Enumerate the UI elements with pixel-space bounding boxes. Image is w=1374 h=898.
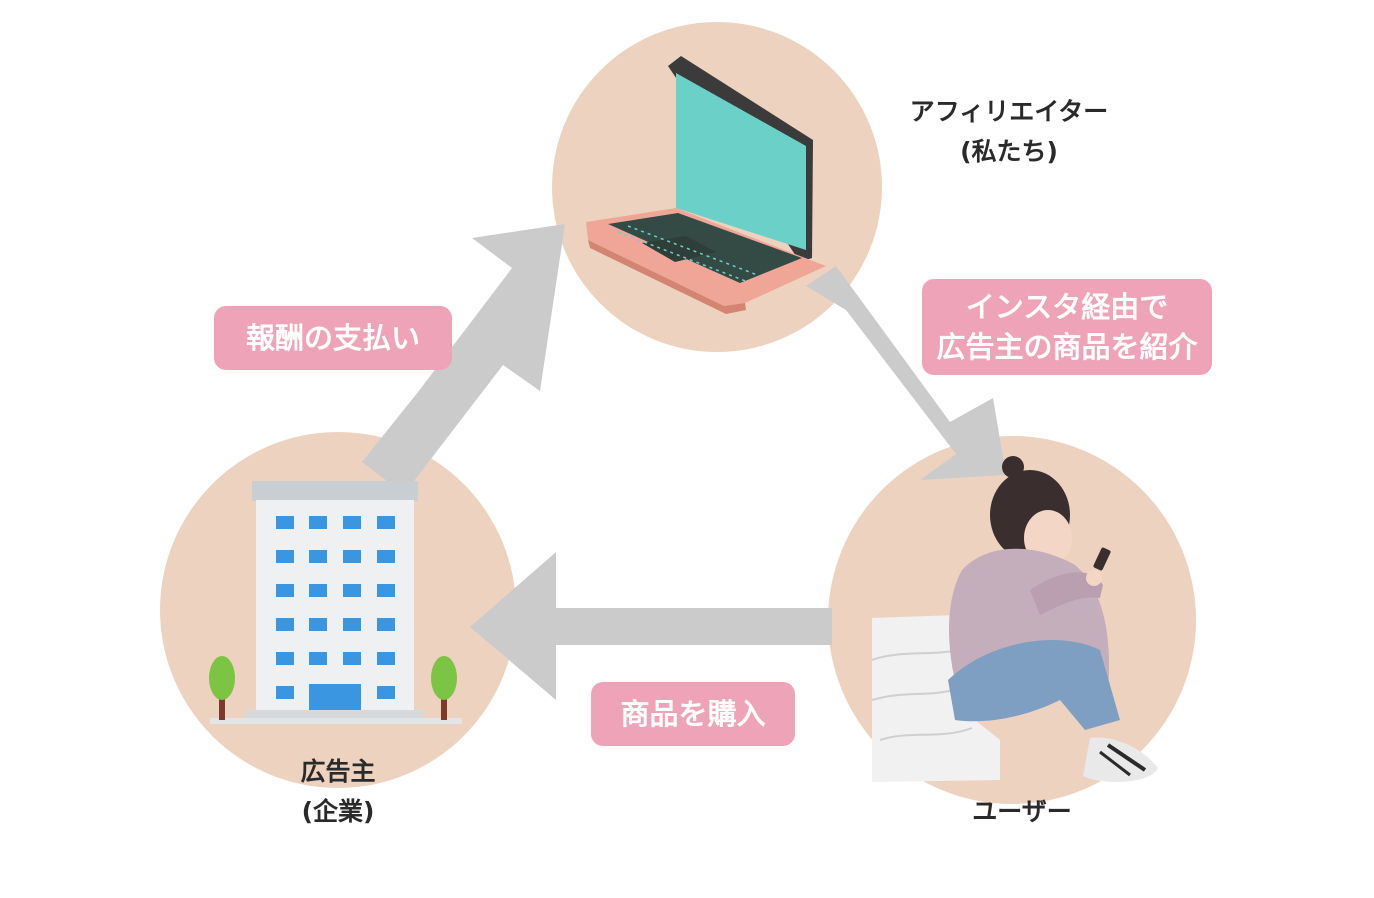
office-building-icon (209, 481, 462, 724)
affiliate-label-line1: アフィリエイター (909, 97, 1109, 126)
purchase-arrow (470, 552, 832, 700)
user-label-line1: ユーザー (972, 797, 1072, 826)
person-with-smartphone-icon (871, 456, 1158, 782)
affiliate-node-label: アフィリエイター (私たち) (876, 92, 1142, 172)
user-node-label: ユーザー (932, 792, 1112, 832)
laptop-icon (586, 56, 826, 314)
payment-edge-label: 報酬の支払い (214, 306, 452, 370)
purchase-edge-label: 商品を購入 (591, 682, 795, 746)
advertiser-label-line1: 広告主 (300, 757, 376, 786)
introduce-edge-label: インスタ経由で 広告主の商品を紹介 (922, 279, 1212, 375)
advertiser-node-label: 広告主 (企業) (258, 752, 418, 832)
advertiser-label-line2: (企業) (301, 797, 375, 826)
payment-arrow (362, 224, 565, 494)
introduce-arrow (806, 266, 1006, 480)
introduce-label-line2: 広告主の商品を紹介 (936, 330, 1198, 364)
affiliate-label-line2: (私たち) (960, 137, 1058, 166)
introduce-label-line1: インスタ経由で (965, 290, 1169, 324)
